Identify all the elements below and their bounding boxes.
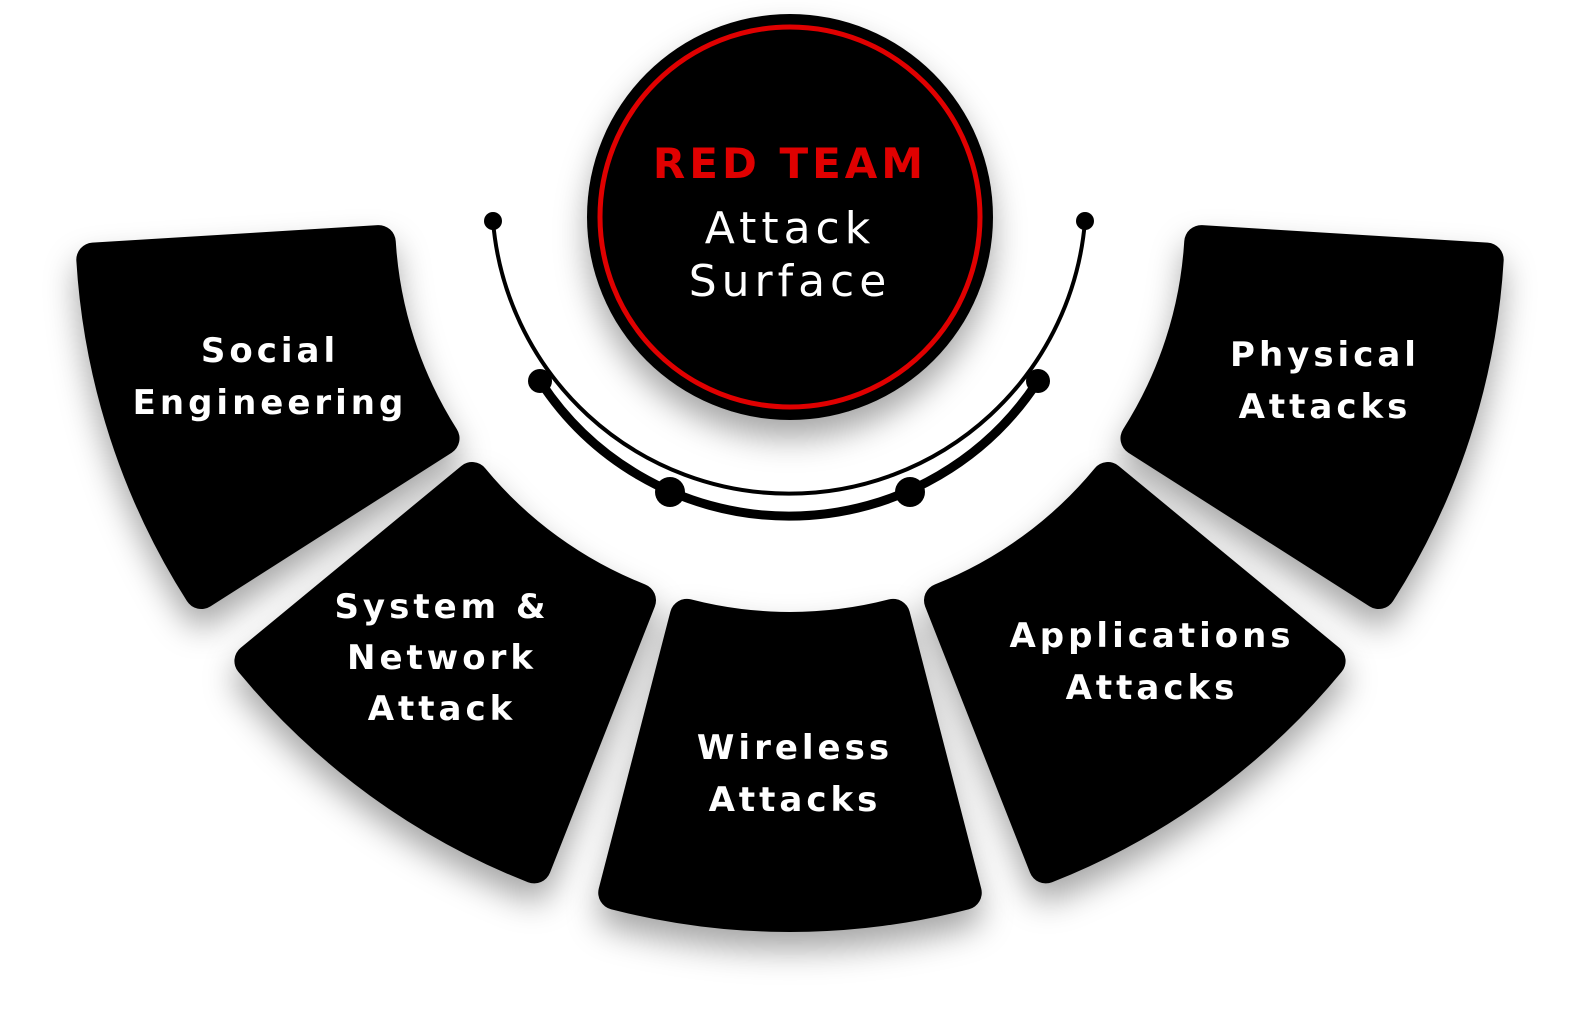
- center-red-ring: [597, 24, 983, 410]
- segment-system-network: [234, 462, 657, 884]
- label-line: Attacks: [1066, 668, 1239, 708]
- segment-physical-label: Physical Attacks: [1230, 335, 1420, 427]
- label-line: System &: [334, 587, 549, 627]
- label-line: Physical: [1230, 335, 1420, 375]
- segment-wireless-label: Wireless Attacks: [697, 728, 893, 820]
- segment-social-engineering-label: Social Engineering: [133, 331, 408, 423]
- label-line: Network: [347, 638, 537, 678]
- center-subtitle-line1: Attack: [705, 203, 875, 254]
- arc-dot: [1026, 369, 1050, 393]
- segment-wireless: [598, 598, 982, 932]
- segment-applications: [923, 462, 1346, 884]
- segment-physical: [1120, 225, 1504, 610]
- label-line: Attacks: [1239, 387, 1412, 427]
- label-line: Applications: [1009, 616, 1294, 656]
- label-line: Social: [201, 331, 339, 371]
- segment-social-engineering: [76, 225, 460, 610]
- arc-dot: [1076, 212, 1094, 230]
- label-line: Attacks: [709, 780, 882, 820]
- arc-dot: [655, 477, 685, 507]
- label-line: Engineering: [133, 383, 408, 423]
- segments-group: [76, 225, 1504, 932]
- label-line: Wireless: [697, 728, 893, 768]
- segment-applications-label: Applications Attacks: [1009, 616, 1294, 708]
- label-line: Attack: [368, 689, 517, 729]
- center-subtitle-line2: Surface: [689, 256, 892, 307]
- arc-dot: [528, 369, 552, 393]
- segment-system-network-label: System & Network Attack: [334, 587, 549, 729]
- center-title: RED TEAM: [653, 139, 927, 188]
- center-badge: RED TEAM Attack Surface: [587, 14, 993, 420]
- connector-arc: [484, 212, 1094, 521]
- arc-dot: [895, 477, 925, 507]
- arc-dot: [484, 212, 502, 230]
